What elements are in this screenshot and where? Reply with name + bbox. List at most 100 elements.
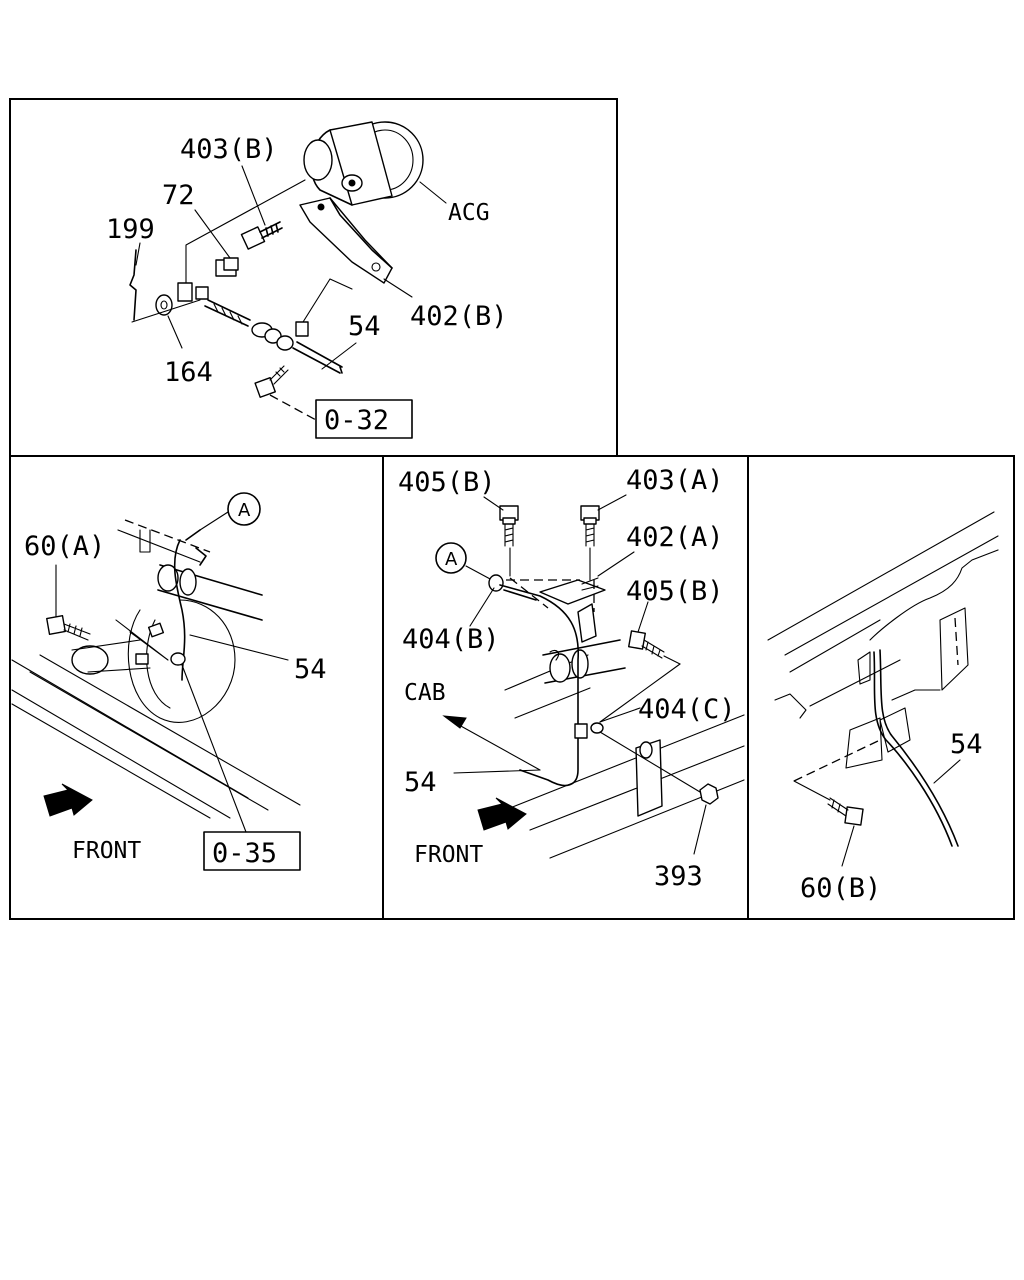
bolt-405b-top-drawing — [499, 505, 519, 547]
leader-403a — [597, 494, 627, 511]
dash-line-right — [793, 739, 881, 782]
leader-54-right — [933, 759, 961, 784]
leader-circle-a-middle — [465, 565, 493, 581]
label-front-middle: FRONT — [414, 842, 483, 868]
tube-middle — [542, 639, 626, 684]
bracket-small-left — [139, 529, 151, 553]
bracket-402b-drawing — [299, 197, 393, 284]
bolt-lower-drawing — [254, 365, 289, 398]
acg-alternator-drawing — [303, 121, 424, 206]
label-404b: 404(B) — [402, 624, 500, 655]
ref-label-0-32: 0-32 — [324, 405, 389, 436]
clip-404c-drawing — [574, 722, 604, 739]
dash-line-mid-2 — [509, 577, 549, 609]
axis-line — [131, 299, 201, 323]
label-403b: 403(B) — [180, 134, 278, 165]
bracket-leader — [297, 278, 353, 331]
acg-leader — [419, 181, 447, 204]
clamps-left — [115, 619, 186, 666]
label-403a: 403(A) — [626, 465, 724, 496]
label-164: 164 — [164, 357, 213, 388]
leader-404b — [469, 587, 495, 627]
label-60a: 60(A) — [24, 531, 105, 562]
label-54-right: 54 — [950, 729, 983, 760]
ref-leader-032 — [269, 394, 317, 421]
leader-circle-a-left — [199, 511, 229, 531]
leader-402a — [597, 551, 635, 577]
crossmember-right — [774, 549, 999, 769]
part-199-drawing — [129, 249, 137, 321]
leader-403b — [241, 165, 266, 226]
link-line-393 — [599, 731, 701, 793]
leader-54-top — [321, 342, 357, 370]
leader-402b — [383, 278, 413, 298]
frame-rails-right — [767, 511, 999, 707]
link-line-mid — [599, 663, 681, 723]
panel-right — [767, 511, 999, 867]
leader-199 — [135, 242, 141, 266]
label-60b: 60(B) — [800, 873, 881, 904]
bracket-402a-drawing — [539, 577, 606, 643]
leader-035 — [181, 664, 247, 833]
label-54-middle: 54 — [404, 767, 437, 798]
bolt-60b-drawing — [827, 797, 864, 826]
bracket-393-drawing — [635, 739, 719, 817]
leader-393 — [693, 804, 707, 855]
panel-top — [129, 121, 447, 439]
leader-54-middle — [453, 769, 541, 774]
label-199: 199 — [106, 214, 155, 245]
edge-line-left — [117, 529, 201, 563]
frame-rails-middle — [504, 654, 745, 859]
panel-bottom-frame — [9, 455, 1015, 920]
label-402b: 402(B) — [410, 301, 508, 332]
panel-left — [11, 492, 301, 871]
label-cab: CAB — [404, 680, 446, 706]
front-arrow-middle — [477, 797, 527, 831]
label-405b-right: 405(B) — [626, 576, 724, 607]
label-54-left: 54 — [294, 654, 327, 685]
stub-405b — [663, 655, 681, 665]
leader-404c — [599, 707, 641, 723]
bolt-403b-drawing — [240, 221, 283, 250]
bolt-403a-drawing — [580, 505, 600, 547]
ref-box-0-35 — [203, 831, 301, 871]
leader-72 — [194, 209, 231, 259]
circle-a-left-label: A — [238, 500, 251, 521]
label-404c: 404(C) — [638, 694, 736, 725]
label-405b-top: 405(B) — [398, 467, 496, 498]
labels: 403(B) 72 199 ACG 402(B) 54 164 0-32 A 6… — [24, 134, 983, 904]
leader-164 — [167, 315, 183, 349]
ref-box-0-32 — [315, 399, 413, 439]
cable-54-right — [873, 651, 953, 847]
bolt-405b-right-drawing — [628, 630, 665, 659]
leader-60b — [841, 825, 855, 867]
label-72: 72 — [162, 180, 195, 211]
drum-left — [71, 599, 236, 723]
circle-a-middle-label: A — [445, 549, 458, 570]
cab-arrow-head — [442, 715, 467, 729]
label-acg: ACG — [448, 200, 490, 226]
clip-72-drawing — [215, 257, 239, 277]
leader-54-left — [189, 634, 289, 661]
circle-a-left — [227, 492, 261, 526]
leader-405b-right — [637, 601, 649, 633]
circle-a-middle — [435, 542, 467, 574]
bolt-60a-drawing — [46, 615, 91, 641]
label-front-left: FRONT — [72, 838, 141, 864]
front-arrow-left — [43, 783, 93, 817]
label-54-top: 54 — [348, 311, 381, 342]
tube-left — [157, 564, 263, 621]
cab-arrow-line — [449, 719, 541, 771]
ref-label-0-35: 0-35 — [212, 838, 277, 869]
panel-middle — [435, 494, 745, 859]
leader-405b-top — [483, 496, 504, 511]
diagram-frames — [9, 98, 1015, 920]
clip-404b-drawing — [488, 574, 504, 592]
label-402a: 402(A) — [626, 522, 724, 553]
label-393: 393 — [654, 861, 703, 892]
link-line-60b — [793, 780, 831, 801]
cable-54-middle — [499, 584, 580, 787]
dash-line-left — [124, 519, 211, 553]
cable-54-top-drawing — [177, 282, 343, 374]
